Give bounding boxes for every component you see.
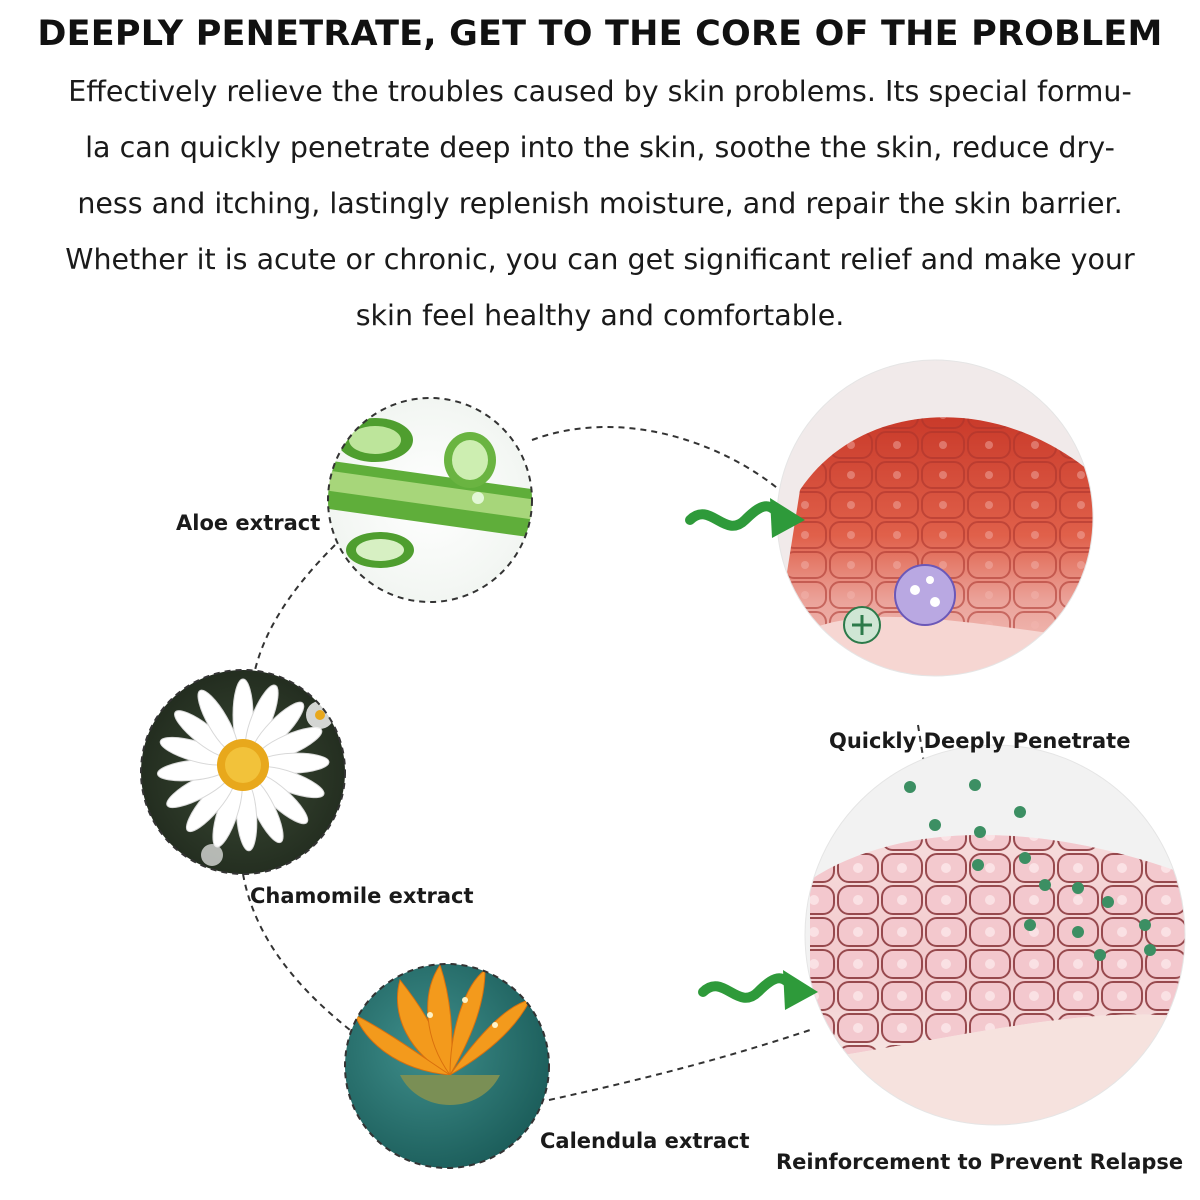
healthy-skin-circle-border — [804, 744, 1186, 1126]
dashed-connector — [254, 544, 336, 671]
healthy-skin-image — [805, 745, 1185, 1125]
intro-line: Effectively relieve the troubles caused … — [68, 75, 1132, 108]
headline: DEEPLY PENETRATE, GET TO THE CORE OF THE… — [37, 14, 1163, 54]
dashed-connector — [548, 1029, 811, 1101]
intro-line: la can quickly penetrate deep into the s… — [85, 131, 1115, 164]
ingredient-diagram — [140, 359, 1186, 1169]
aloe-label: Aloe extract — [176, 511, 321, 535]
green-arrow-icon — [685, 501, 785, 531]
calendula-label: Calendula extract — [540, 1129, 750, 1153]
chamomile-image — [141, 670, 345, 874]
green-arrow-icon — [698, 973, 798, 1003]
chamomile-circle-border — [140, 669, 346, 875]
aloe-image — [328, 398, 532, 602]
irritated-skin-image — [777, 360, 1093, 676]
intro-line: ness and itching, lastingly replenish mo… — [77, 187, 1123, 220]
reinforce-label: Reinforcement to Prevent Relapse — [776, 1150, 1184, 1174]
intro-line: skin feel healthy and comfortable. — [355, 299, 845, 332]
chamomile-label: Chamomile extract — [250, 884, 474, 908]
calendula-image — [345, 964, 549, 1168]
intro-line: Whether it is acute or chronic, you can … — [65, 243, 1135, 276]
penetrate-label: Quickly Deeply Penetrate — [829, 729, 1131, 753]
calendula-circle-border — [344, 963, 550, 1169]
aloe-circle-border — [327, 397, 533, 603]
green-arrowhead-icon — [783, 970, 818, 1010]
dashed-connector — [242, 873, 351, 1031]
intro-paragraph: Effectively relieve the troubles caused … — [50, 64, 1150, 344]
green-arrowhead-icon — [770, 498, 805, 538]
